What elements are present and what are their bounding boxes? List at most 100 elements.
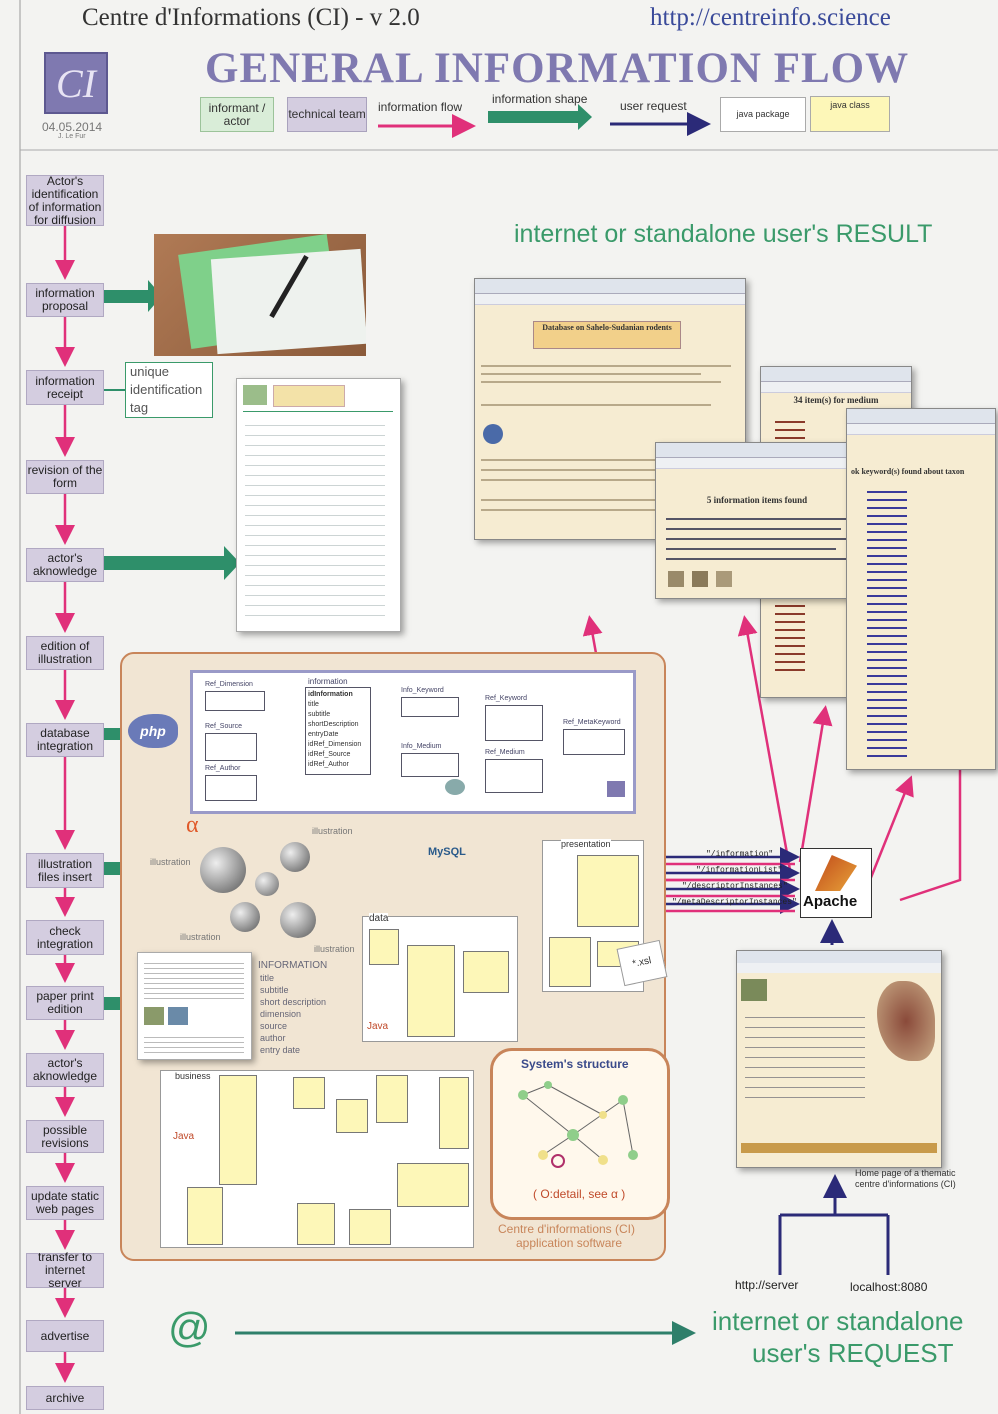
server-url[interactable]: http://server — [735, 1278, 799, 1292]
php-elephant-icon: php — [128, 714, 178, 748]
request-paths: "/information" "/informationList" "/desc… — [672, 847, 797, 911]
request-path: "/metaDescriptorInstances" — [672, 898, 797, 907]
java-label: Java — [173, 1131, 195, 1142]
mysql-logo: MySQL — [428, 846, 466, 858]
db-information-table: idInformation title subtitle shortDescri… — [305, 687, 371, 775]
db-field: idInformation — [308, 691, 353, 698]
information-heading: INFORMATION — [258, 960, 328, 971]
result-window-items: 5 information items found — [655, 442, 857, 599]
request-path: "/informationList" — [696, 866, 783, 875]
presentation-label: presentation — [561, 839, 611, 849]
db-entity: Ref_Author — [205, 765, 241, 772]
at-sign-icon: @ — [168, 1304, 211, 1351]
step-actor-aknowledge-1: actor's aknowledge — [26, 548, 104, 582]
print-page-thumbnail — [137, 952, 252, 1060]
db-entity: Info_Keyword — [401, 687, 444, 694]
request-title-2: user's REQUEST — [752, 1338, 954, 1368]
home-page-caption: Home page of a thematic centre d'informa… — [855, 1168, 956, 1189]
step-illustration-files-insert: illustration files insert — [26, 853, 104, 888]
db-field: idRef_Source — [308, 751, 351, 758]
db-entity: Info_Medium — [401, 743, 442, 750]
molecule-illustration — [200, 842, 320, 942]
systems-structure-box: System's structure ( O:detail, see α ) — [490, 1048, 670, 1220]
legend-technical: technical team — [287, 97, 367, 132]
java-label: Java — [367, 1021, 389, 1032]
legend-info-shape: information shape — [492, 92, 588, 106]
db-entity: Ref_MetaKeyword — [563, 719, 621, 726]
info-field: short description — [260, 997, 327, 1007]
legend-java-package: java package — [720, 97, 806, 132]
apache-logo: Apache — [800, 848, 872, 918]
db-entity: Ref_Keyword — [485, 695, 528, 702]
data-package: data Java — [362, 913, 518, 1042]
unique-tag-box: unique identification tag — [125, 362, 213, 418]
step-information-receipt: information receipt — [26, 370, 104, 405]
request-title-1: internet or standalone — [712, 1306, 964, 1336]
info-field: author — [260, 1033, 286, 1043]
business-package: business Java — [160, 1070, 474, 1248]
ci-logo: CI — [44, 52, 108, 114]
legend-user-request: user request — [620, 99, 687, 113]
info-field: source — [260, 1021, 288, 1031]
step-edition-illustration: edition of illustration — [26, 636, 104, 670]
illustration-label: illustration — [312, 826, 353, 836]
win3-title: 5 information items found — [706, 495, 808, 505]
ci-logo-text: CI — [56, 60, 96, 106]
request-path: "/descriptorInstances" — [682, 882, 788, 891]
step-transfer-server: transfer to internet server — [26, 1251, 104, 1290]
info-field: entry date — [260, 1045, 301, 1055]
step-actor-aknowledge-2: actor's aknowledge — [26, 1053, 104, 1087]
db-entity: Ref_Source — [205, 723, 242, 730]
database-schema: information idInformation title subtitle… — [190, 670, 636, 814]
step-actor-identification: Actor's identification of information fo… — [26, 174, 104, 226]
main-title: GENERAL INFORMATION FLOW — [205, 45, 910, 92]
step-revision-form: revision of the form — [26, 460, 104, 494]
db-field: idRef_Author — [308, 761, 349, 768]
app-software-title-1: Centre d'informations (CI) — [498, 1222, 636, 1236]
illustration-label: illustration — [150, 857, 191, 867]
home-page-screenshot — [736, 950, 942, 1168]
db-field: shortDescription — [308, 721, 359, 728]
localhost-url[interactable]: localhost:8080 — [850, 1280, 928, 1294]
step-information-proposal: information proposal — [26, 283, 104, 317]
php-label: php — [140, 723, 166, 739]
header-author: J. Le Fur — [58, 133, 86, 140]
app-software-title-2: application software — [516, 1236, 623, 1250]
legend-informant: informant / actor — [200, 97, 274, 132]
header-left-title: Centre d'Informations (CI) - v 2.0 — [82, 4, 420, 31]
result-title: internet or standalone user's RESULT — [514, 220, 933, 248]
info-field: title — [260, 973, 275, 983]
db-field: title — [308, 701, 319, 708]
step-update-static-pages: update static web pages — [26, 1186, 104, 1220]
step-paper-print-edition: paper print edition — [26, 986, 104, 1020]
information-form-sheet — [236, 378, 401, 632]
detail-see-label: ( O:detail, see α ) — [533, 1187, 626, 1201]
db-entity: Ref_Dimension — [205, 681, 253, 688]
db-field: idRef_Dimension — [308, 741, 362, 748]
db-information-label: information — [308, 677, 348, 686]
business-label: business — [175, 1071, 211, 1081]
db-field: entryDate — [308, 731, 339, 738]
apache-label: Apache — [803, 893, 858, 910]
step-advertise: advertise — [26, 1320, 104, 1352]
legend-info-shape-arrow — [488, 111, 578, 123]
db-field: subtitle — [308, 711, 331, 718]
result-window-keywords: ok keyword(s) found about taxon — [846, 408, 996, 770]
info-field: subtitle — [260, 985, 289, 995]
step-possible-revisions: possible revisions — [26, 1120, 104, 1153]
step-database-integration: database integration — [26, 723, 104, 757]
info-field: dimension — [260, 1009, 302, 1019]
step-check-integration: check integration — [26, 920, 104, 955]
network-graph — [518, 1081, 638, 1168]
systems-structure-title: System's structure — [521, 1057, 629, 1071]
header-date: 04.05.2014 — [42, 120, 103, 134]
paper-photo — [154, 234, 366, 356]
win2-title: 34 item(s) for medium — [793, 395, 879, 405]
header-url[interactable]: http://centreinfo.science — [650, 4, 891, 31]
win1-title: Database on Sahelo-Sudanian rodents — [533, 321, 681, 349]
alpha-symbol: α — [186, 812, 199, 838]
request-path: "/information" — [706, 850, 774, 859]
illustration-label: illustration — [180, 932, 221, 942]
legend-info-flow: information flow — [378, 100, 463, 114]
